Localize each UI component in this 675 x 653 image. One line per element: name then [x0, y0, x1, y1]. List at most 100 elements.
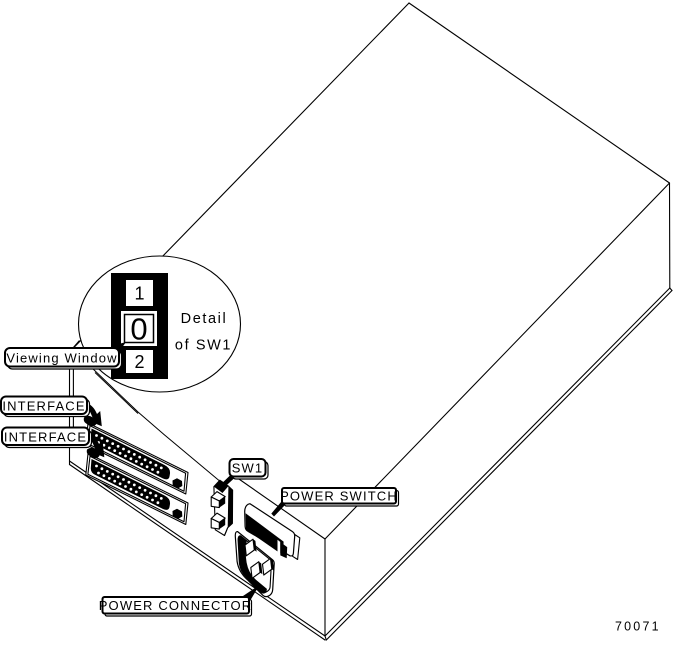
- power-switch-rocker: [245, 513, 284, 556]
- pin-dot: [116, 444, 120, 448]
- pin-dot: [111, 442, 115, 445]
- pin-dot: [159, 466, 163, 470]
- pin-dot: [118, 451, 122, 455]
- power-connector-label-text: POWER CONNECTOR: [99, 598, 253, 613]
- pin-dot: [156, 470, 160, 474]
- power-switch-pointer: [271, 501, 285, 517]
- pin-dot: [151, 498, 154, 502]
- detail-leader-lines: [90, 366, 223, 484]
- pin-dot: [129, 487, 133, 491]
- viewing-window-label: Viewing Window: [4, 342, 126, 370]
- pin-dot: [100, 467, 104, 471]
- switch-position-0: 0: [130, 312, 147, 347]
- label-box: [1, 426, 90, 446]
- connector-nut: [172, 478, 183, 489]
- sw1-switch: [210, 479, 234, 537]
- pin-dot: [140, 493, 144, 496]
- pin-dot: [95, 464, 98, 468]
- interface-label-2: INTERFACE: [1, 426, 105, 458]
- label-box: [4, 347, 120, 368]
- sw1-detail-window-1: [126, 280, 153, 306]
- detail-circle: 1 0 2 Detail of SW1: [77, 255, 242, 393]
- power-connector-label: POWER CONNECTOR: [99, 585, 260, 617]
- pin-dot: [102, 443, 106, 447]
- base-flange-corner: [324, 635, 327, 641]
- pin-dot: [113, 449, 117, 452]
- label-box: [281, 487, 397, 505]
- pin-dot: [105, 439, 109, 443]
- sw1-bottom-fold: [224, 527, 229, 536]
- pin-dot: [97, 471, 100, 475]
- pin-dot: [138, 486, 142, 489]
- power-switch-rocker-slit: [277, 539, 281, 556]
- pin-dot: [122, 478, 125, 481]
- pin-dot: [118, 482, 122, 486]
- viewing-window-label-text: Viewing Window: [6, 351, 117, 366]
- base-flange-left: [68, 463, 326, 641]
- power-pin-side: [258, 561, 263, 575]
- viewing-window-arrowhead: [117, 342, 126, 349]
- pin-dot: [154, 494, 158, 498]
- pin-dot: [140, 462, 144, 466]
- actuator-side: [219, 496, 226, 508]
- power-connector: [234, 530, 275, 598]
- sw1-pointer: [223, 474, 235, 486]
- detail-title-line2: of SW1: [175, 338, 232, 354]
- pin-dot: [154, 463, 158, 467]
- connector-dsub-body: [90, 428, 171, 480]
- label-box: [228, 458, 267, 478]
- leader-line-upper: [90, 366, 223, 484]
- figure-number: 70071: [615, 620, 661, 634]
- base-flange-right: [325, 289, 673, 641]
- pin-dot: [159, 497, 163, 500]
- connector-pins: [95, 434, 163, 474]
- pin-dot: [149, 491, 152, 495]
- sw1-actuator-2: [210, 512, 226, 530]
- pin-dot: [95, 434, 98, 437]
- sw1-label: SW1: [223, 458, 269, 486]
- connector-dsub-body: [90, 459, 171, 510]
- pin-dot: [134, 490, 138, 494]
- actuator-side: [219, 518, 226, 530]
- pin-dot: [145, 465, 149, 469]
- switch-position-2: 2: [134, 352, 144, 372]
- power-connector-pins: [244, 538, 275, 579]
- connector-nut: [172, 508, 183, 519]
- base-flange-cap: [669, 287, 673, 292]
- power-switch-label-text: POWER SWITCH: [280, 489, 398, 504]
- interface-label-2-text: INTERFACE: [4, 430, 87, 445]
- top-edge-right: [408, 2, 671, 184]
- pin-dot: [129, 457, 133, 461]
- pin-dot: [156, 501, 160, 505]
- pin-dot: [105, 470, 109, 473]
- fold-top-right-face: [324, 182, 671, 540]
- pin-dot: [113, 479, 117, 483]
- switch-position-1: 1: [134, 284, 144, 304]
- sw1-side-face: [227, 486, 233, 528]
- sw1-label-text: SW1: [232, 461, 264, 476]
- detail-title-line1: Detail: [181, 311, 228, 327]
- pin-dot: [122, 447, 125, 451]
- connector-pins: [95, 464, 163, 505]
- actuator-front: [210, 496, 220, 509]
- pin-dot: [124, 454, 127, 458]
- pin-dot: [145, 495, 149, 499]
- pin-dot: [127, 450, 131, 454]
- power-switch: [244, 503, 301, 561]
- pin-dot: [134, 460, 138, 463]
- leader-line-lower: [94, 372, 139, 414]
- pin-dot: [143, 488, 147, 492]
- viewing-window-frame: [123, 313, 155, 344]
- label-box: [0, 395, 88, 415]
- power-switch-label: POWER SWITCH: [271, 487, 400, 517]
- pin-dot: [107, 446, 111, 450]
- power-switch-rocker-end: [280, 542, 288, 559]
- pin-dot: [149, 461, 152, 464]
- sw1-detail-window-2: [126, 350, 153, 373]
- label-box: [101, 596, 250, 615]
- pin-dot: [124, 485, 127, 488]
- pin-dot: [111, 472, 115, 476]
- pin-dot: [127, 480, 131, 484]
